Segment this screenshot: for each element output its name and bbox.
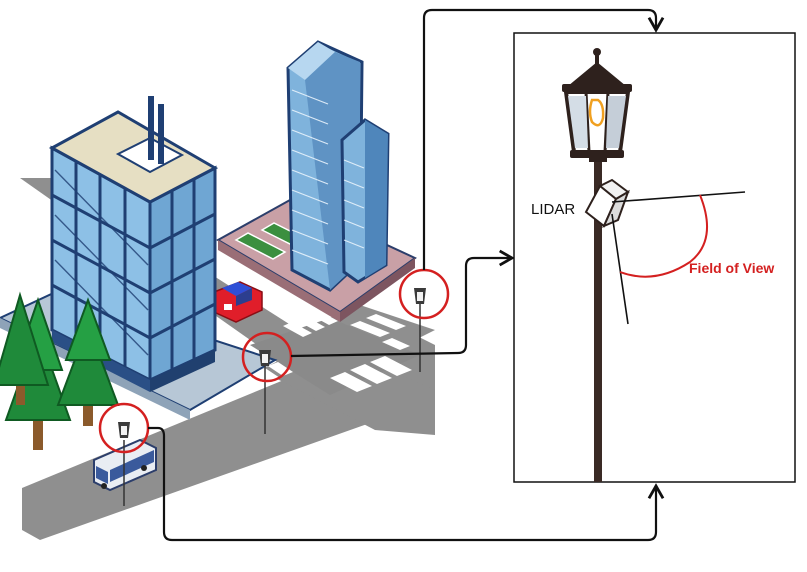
highlight-circle xyxy=(241,331,293,383)
lidar-detail-panel: LIDAR Field of View xyxy=(513,32,796,483)
tree-icon xyxy=(56,297,120,426)
field-of-view-arc xyxy=(619,194,708,278)
skyscraper-icon xyxy=(215,40,417,322)
field-of-view-rays xyxy=(611,191,746,325)
office-tower-icon xyxy=(0,96,278,420)
connector-arrow-middle xyxy=(290,249,515,358)
connector-arrow-top xyxy=(422,8,665,270)
street-lamp-icon xyxy=(414,288,426,372)
field-of-view-label: Field of View xyxy=(689,260,774,276)
street-lamp-icon xyxy=(562,48,632,158)
tree-icon xyxy=(0,291,50,405)
street-lamp-icon xyxy=(259,350,271,434)
crosswalks xyxy=(255,310,412,392)
connector-arrow-bottom xyxy=(148,426,665,542)
lidar-sensor-icon xyxy=(584,178,630,228)
bus-icon xyxy=(93,438,157,492)
lidar-label: LIDAR xyxy=(531,201,575,218)
lamp-pole xyxy=(594,160,602,482)
connector-arrows xyxy=(148,8,665,542)
